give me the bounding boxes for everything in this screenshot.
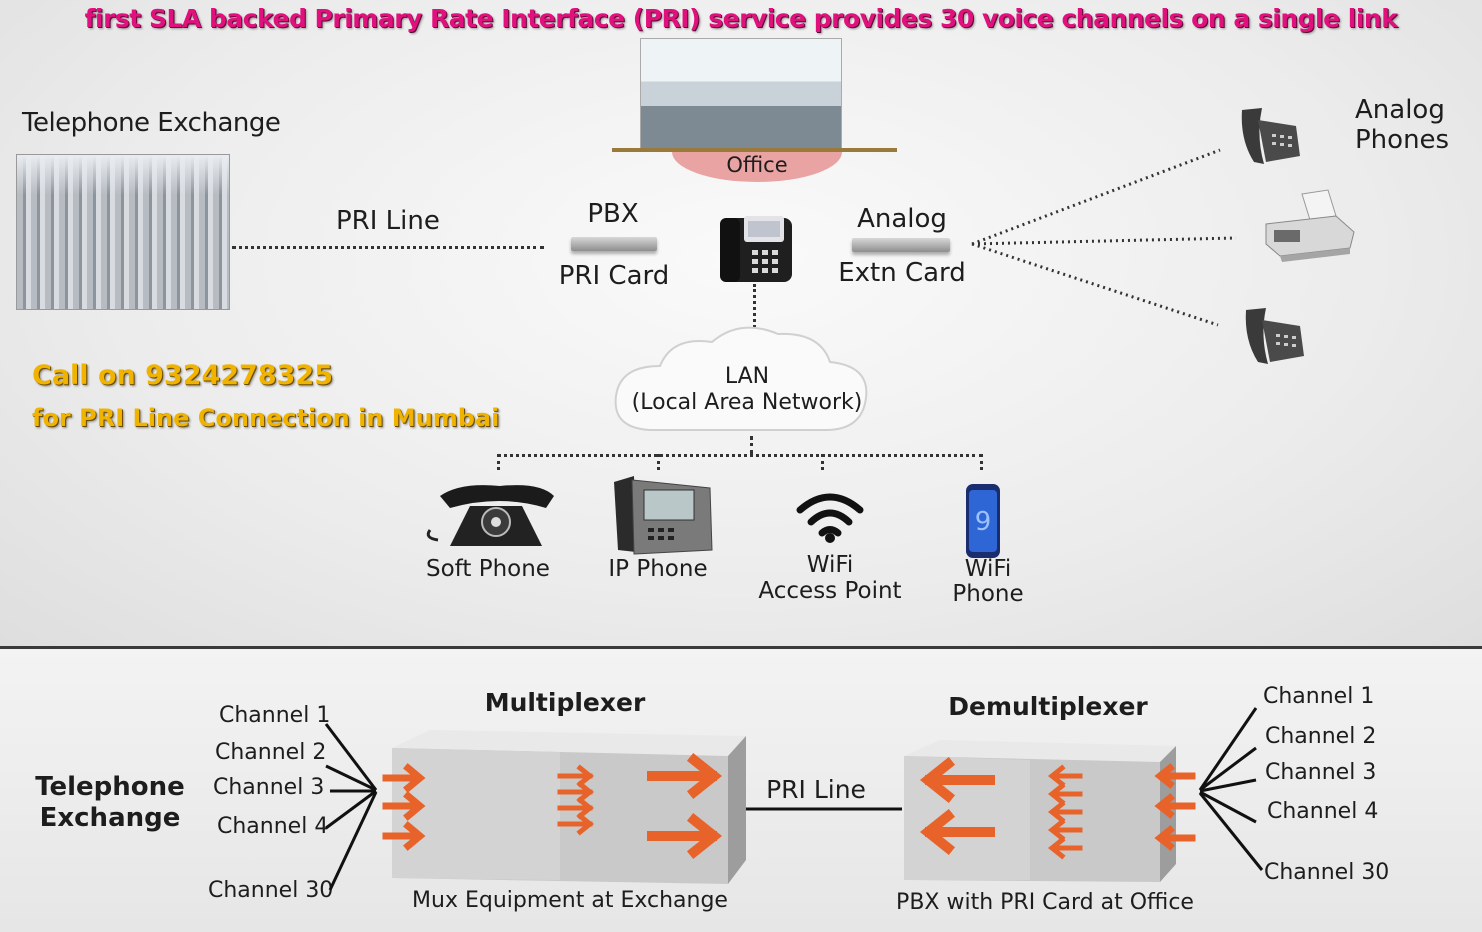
extn-card-label: Extn Card bbox=[838, 258, 966, 288]
wifi-ap-label-1: WiFi bbox=[806, 552, 854, 578]
right-channel-2: Channel 2 bbox=[1265, 724, 1377, 749]
multiplexer-title: Multiplexer bbox=[484, 688, 646, 717]
pri-line-label: PRI Line bbox=[336, 206, 440, 236]
lan-drop-link bbox=[750, 436, 753, 454]
mux-caption: Mux Equipment at Exchange bbox=[412, 888, 728, 913]
office-plate bbox=[612, 148, 897, 152]
left-channel-2: Channel 2 bbox=[215, 740, 327, 765]
office-photo bbox=[640, 38, 842, 152]
pbx-label: PBX bbox=[587, 199, 639, 229]
promo-text: for PRI Line Connection in Mumbai bbox=[32, 404, 500, 432]
exchange-photo bbox=[17, 155, 229, 309]
office-label: Office bbox=[726, 153, 788, 177]
right-channel-3: Channel 3 bbox=[1265, 760, 1377, 785]
pbx-lan-link bbox=[753, 284, 756, 328]
left-channel-3: Channel 3 bbox=[213, 775, 325, 800]
wifi-phone-label-1: WiFi bbox=[964, 556, 1012, 582]
demux-caption: PBX with PRI Card at Office bbox=[896, 890, 1194, 915]
right-channel-4: Channel 4 bbox=[1267, 799, 1379, 824]
pri-card bbox=[571, 237, 657, 251]
analog-phones-label-1: Analog bbox=[1355, 95, 1445, 125]
bottom-exchange-label-1: Telephone bbox=[35, 772, 185, 802]
svg-text:9: 9 bbox=[975, 507, 992, 537]
lan-to-softphone-link bbox=[497, 454, 500, 470]
pri-line-link bbox=[232, 246, 544, 249]
left-channel-30: Channel 30 bbox=[208, 878, 334, 903]
bottom-pri-line-label: PRI Line bbox=[766, 775, 866, 804]
analog-phones-label-2: Phones bbox=[1355, 125, 1450, 155]
lan-label-1: LAN bbox=[724, 364, 770, 389]
right-channel-30: Channel 30 bbox=[1264, 860, 1390, 885]
left-channel-1: Channel 1 bbox=[219, 703, 331, 728]
ip-phone-label: IP Phone bbox=[608, 556, 708, 582]
lan-label-2: (Local Area Network) bbox=[631, 390, 863, 415]
left-channel-4: Channel 4 bbox=[217, 814, 329, 839]
demultiplexer-title: Demultiplexer bbox=[948, 692, 1148, 721]
right-channel-1: Channel 1 bbox=[1263, 684, 1375, 709]
lan-to-wifiphone-link bbox=[980, 454, 983, 470]
wifi-phone-label-2: Phone bbox=[952, 581, 1024, 607]
section-divider bbox=[0, 646, 1482, 649]
lan-to-wifi-link bbox=[821, 454, 824, 470]
lan-bus-link bbox=[497, 454, 983, 457]
wifi-ap-label-2: Access Point bbox=[758, 578, 902, 604]
promo-phone: Call on 9324278325 bbox=[32, 360, 333, 391]
exchange-title: Telephone Exchange bbox=[22, 108, 281, 138]
banner-title: first SLA backed Primary Rate Interface … bbox=[84, 4, 1398, 33]
analog-extn-card bbox=[852, 238, 950, 252]
analog-label: Analog bbox=[857, 204, 947, 234]
lan-to-ipphone-link bbox=[657, 454, 660, 470]
bottom-exchange-label-2: Exchange bbox=[39, 803, 181, 833]
pri-card-label: PRI Card bbox=[558, 261, 670, 291]
soft-phone-label: Soft Phone bbox=[426, 556, 550, 582]
